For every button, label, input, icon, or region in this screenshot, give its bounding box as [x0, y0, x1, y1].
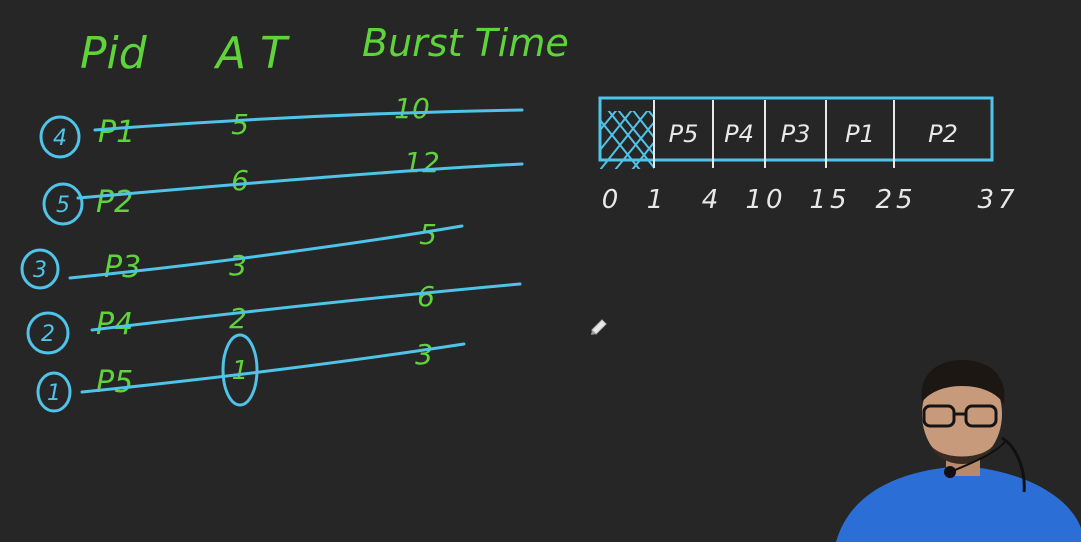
header-pid: Pid [80, 28, 148, 79]
row-burst: 3 [415, 338, 433, 371]
row-pid: P3 [104, 250, 141, 285]
gantt-block-label: P5 [669, 120, 699, 148]
gantt-tick-label: 0 [602, 185, 623, 215]
row-burst: 5 [419, 218, 437, 251]
row-at: 5 [231, 108, 249, 141]
idle-hatch [600, 111, 654, 169]
gantt-block-label: P2 [928, 120, 958, 148]
gantt-block-label: P1 [845, 120, 875, 148]
strike-line [80, 342, 466, 394]
order-circle [36, 371, 72, 413]
gantt-tick-label: 10 [745, 185, 786, 215]
strike-line [76, 162, 524, 200]
row-at: 1 [232, 356, 249, 386]
header-burst-time: Burst Time [362, 21, 569, 65]
row-order: 5 [56, 193, 70, 218]
gantt-block-label: P3 [781, 120, 811, 148]
row-burst: 12 [404, 146, 440, 179]
row-order: 2 [41, 322, 55, 347]
gantt-tick-label: 25 [875, 185, 916, 215]
row-order: 1 [47, 381, 61, 406]
table-row: 2 P4 2 6 [26, 280, 522, 355]
gantt-labels: P5 P4 P3 P1 P2 [669, 120, 958, 148]
gantt-tick-label: 37 [977, 185, 1018, 215]
row-order: 4 [53, 126, 67, 151]
table-row: 3 P3 3 5 [20, 218, 464, 290]
row-at: 3 [229, 249, 247, 282]
row-pid: P1 [98, 115, 135, 150]
gantt-tick-label: 1 [647, 185, 668, 215]
gantt-tick-label: 4 [702, 185, 723, 215]
row-order: 3 [33, 258, 47, 283]
strike-line [68, 224, 464, 280]
strike-line [93, 108, 524, 132]
presenter-webcam [836, 360, 1081, 542]
gantt-block-label: P4 [724, 120, 754, 148]
arrival-time-circle [221, 333, 259, 407]
order-circle [39, 115, 81, 159]
row-pid: P2 [96, 185, 133, 220]
table-row: 1 P5 1 3 [36, 333, 466, 413]
header-arrival-time: A T [213, 28, 290, 79]
gantt-dividers [653, 100, 895, 168]
pen-cursor-icon [591, 319, 607, 335]
gantt-tick-label: 15 [809, 185, 850, 215]
row-pid: P5 [96, 365, 133, 400]
order-circle [26, 311, 70, 355]
row-burst: 6 [417, 280, 435, 313]
row-at: 2 [229, 302, 247, 335]
order-circle [20, 248, 60, 290]
row-at: 6 [231, 164, 249, 197]
table-row: 4 P1 5 10 [39, 92, 524, 159]
strike-line [90, 282, 522, 332]
table-row: 5 P2 6 12 [42, 146, 524, 226]
order-circle [42, 182, 84, 226]
row-burst: 10 [394, 92, 430, 125]
